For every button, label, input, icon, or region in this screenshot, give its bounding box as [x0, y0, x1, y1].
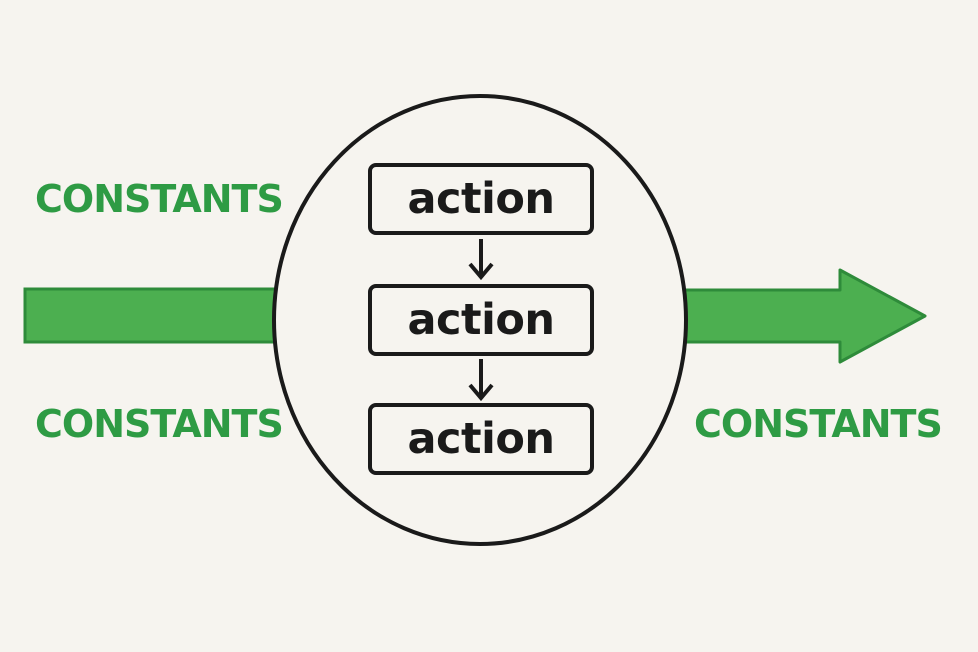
action-box-1: action	[368, 163, 594, 235]
action-label: action	[407, 413, 555, 464]
input-flow-bar	[23, 287, 285, 344]
arrow-down-icon	[468, 359, 494, 402]
action-label: action	[407, 294, 555, 345]
arrow-down-icon	[468, 239, 494, 281]
action-label: action	[407, 173, 555, 224]
output-flow-arrow	[674, 268, 927, 364]
action-box-3: action	[368, 403, 594, 475]
action-box-2: action	[368, 284, 594, 356]
output-label: CONSTANTS	[694, 402, 943, 446]
input-label-top: CONSTANTS	[35, 177, 284, 221]
input-label-bottom: CONSTANTS	[35, 402, 284, 446]
